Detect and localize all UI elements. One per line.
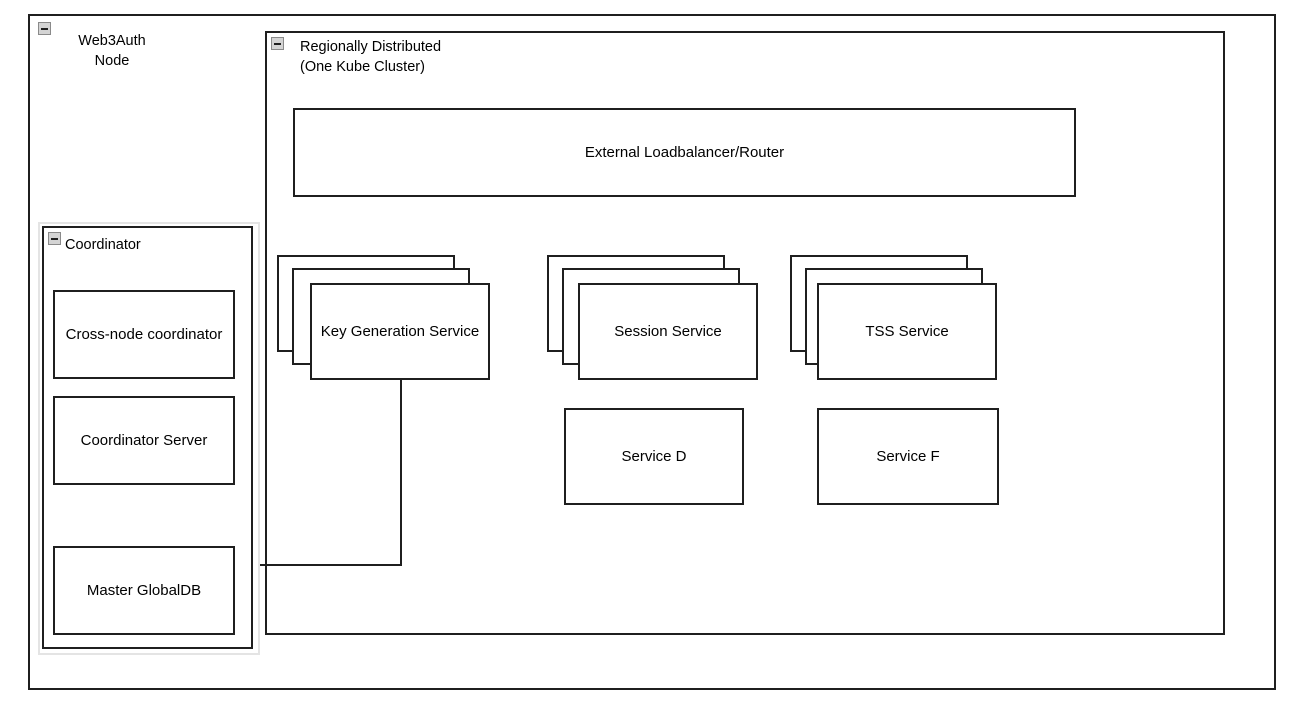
node-service-d[interactable]: Service D (564, 408, 744, 505)
container-coordinator-label: Coordinator (65, 237, 141, 253)
node-tss-service[interactable]: TSS Service (817, 283, 997, 380)
collapse-minus-icon-coordinator[interactable] (48, 232, 61, 245)
connector-keygen-to-globaldb-vertical (400, 380, 402, 566)
node-master-globaldb-label: Master GlobalDB (86, 581, 202, 599)
collapse-minus-icon-web3auth-node[interactable] (38, 22, 51, 35)
connector-keygen-to-globaldb-horizontal (243, 564, 402, 566)
node-coordinator-server[interactable]: Coordinator Server (53, 396, 235, 485)
container-kube-cluster-label: Regionally Distributed (One Kube Cluster… (300, 39, 442, 75)
node-external-loadbalancer-router-label: External Loadbalancer/Router (584, 143, 785, 161)
node-coordinator-server-label: Coordinator Server (80, 431, 208, 449)
node-master-globaldb[interactable]: Master GlobalDB (53, 546, 235, 635)
node-service-f[interactable]: Service F (817, 408, 999, 505)
node-session-service[interactable]: Session Service (578, 283, 758, 380)
node-key-generation-service[interactable]: Key Generation Service (310, 283, 490, 380)
collapse-minus-icon-kube-cluster[interactable] (271, 37, 284, 50)
node-cross-node-coordinator-label: Cross-node coordinator (65, 325, 223, 343)
container-web3auth-node-label: Web3Auth Node (78, 33, 146, 69)
node-service-d-label: Service D (621, 447, 687, 465)
node-key-generation-service-label: Key Generation Service (320, 322, 480, 340)
node-external-loadbalancer-router[interactable]: External Loadbalancer/Router (293, 108, 1076, 197)
node-tss-service-label: TSS Service (865, 322, 949, 340)
node-cross-node-coordinator[interactable]: Cross-node coordinator (53, 290, 235, 379)
node-service-f-label: Service F (876, 447, 940, 465)
node-session-service-label: Session Service (614, 322, 722, 340)
